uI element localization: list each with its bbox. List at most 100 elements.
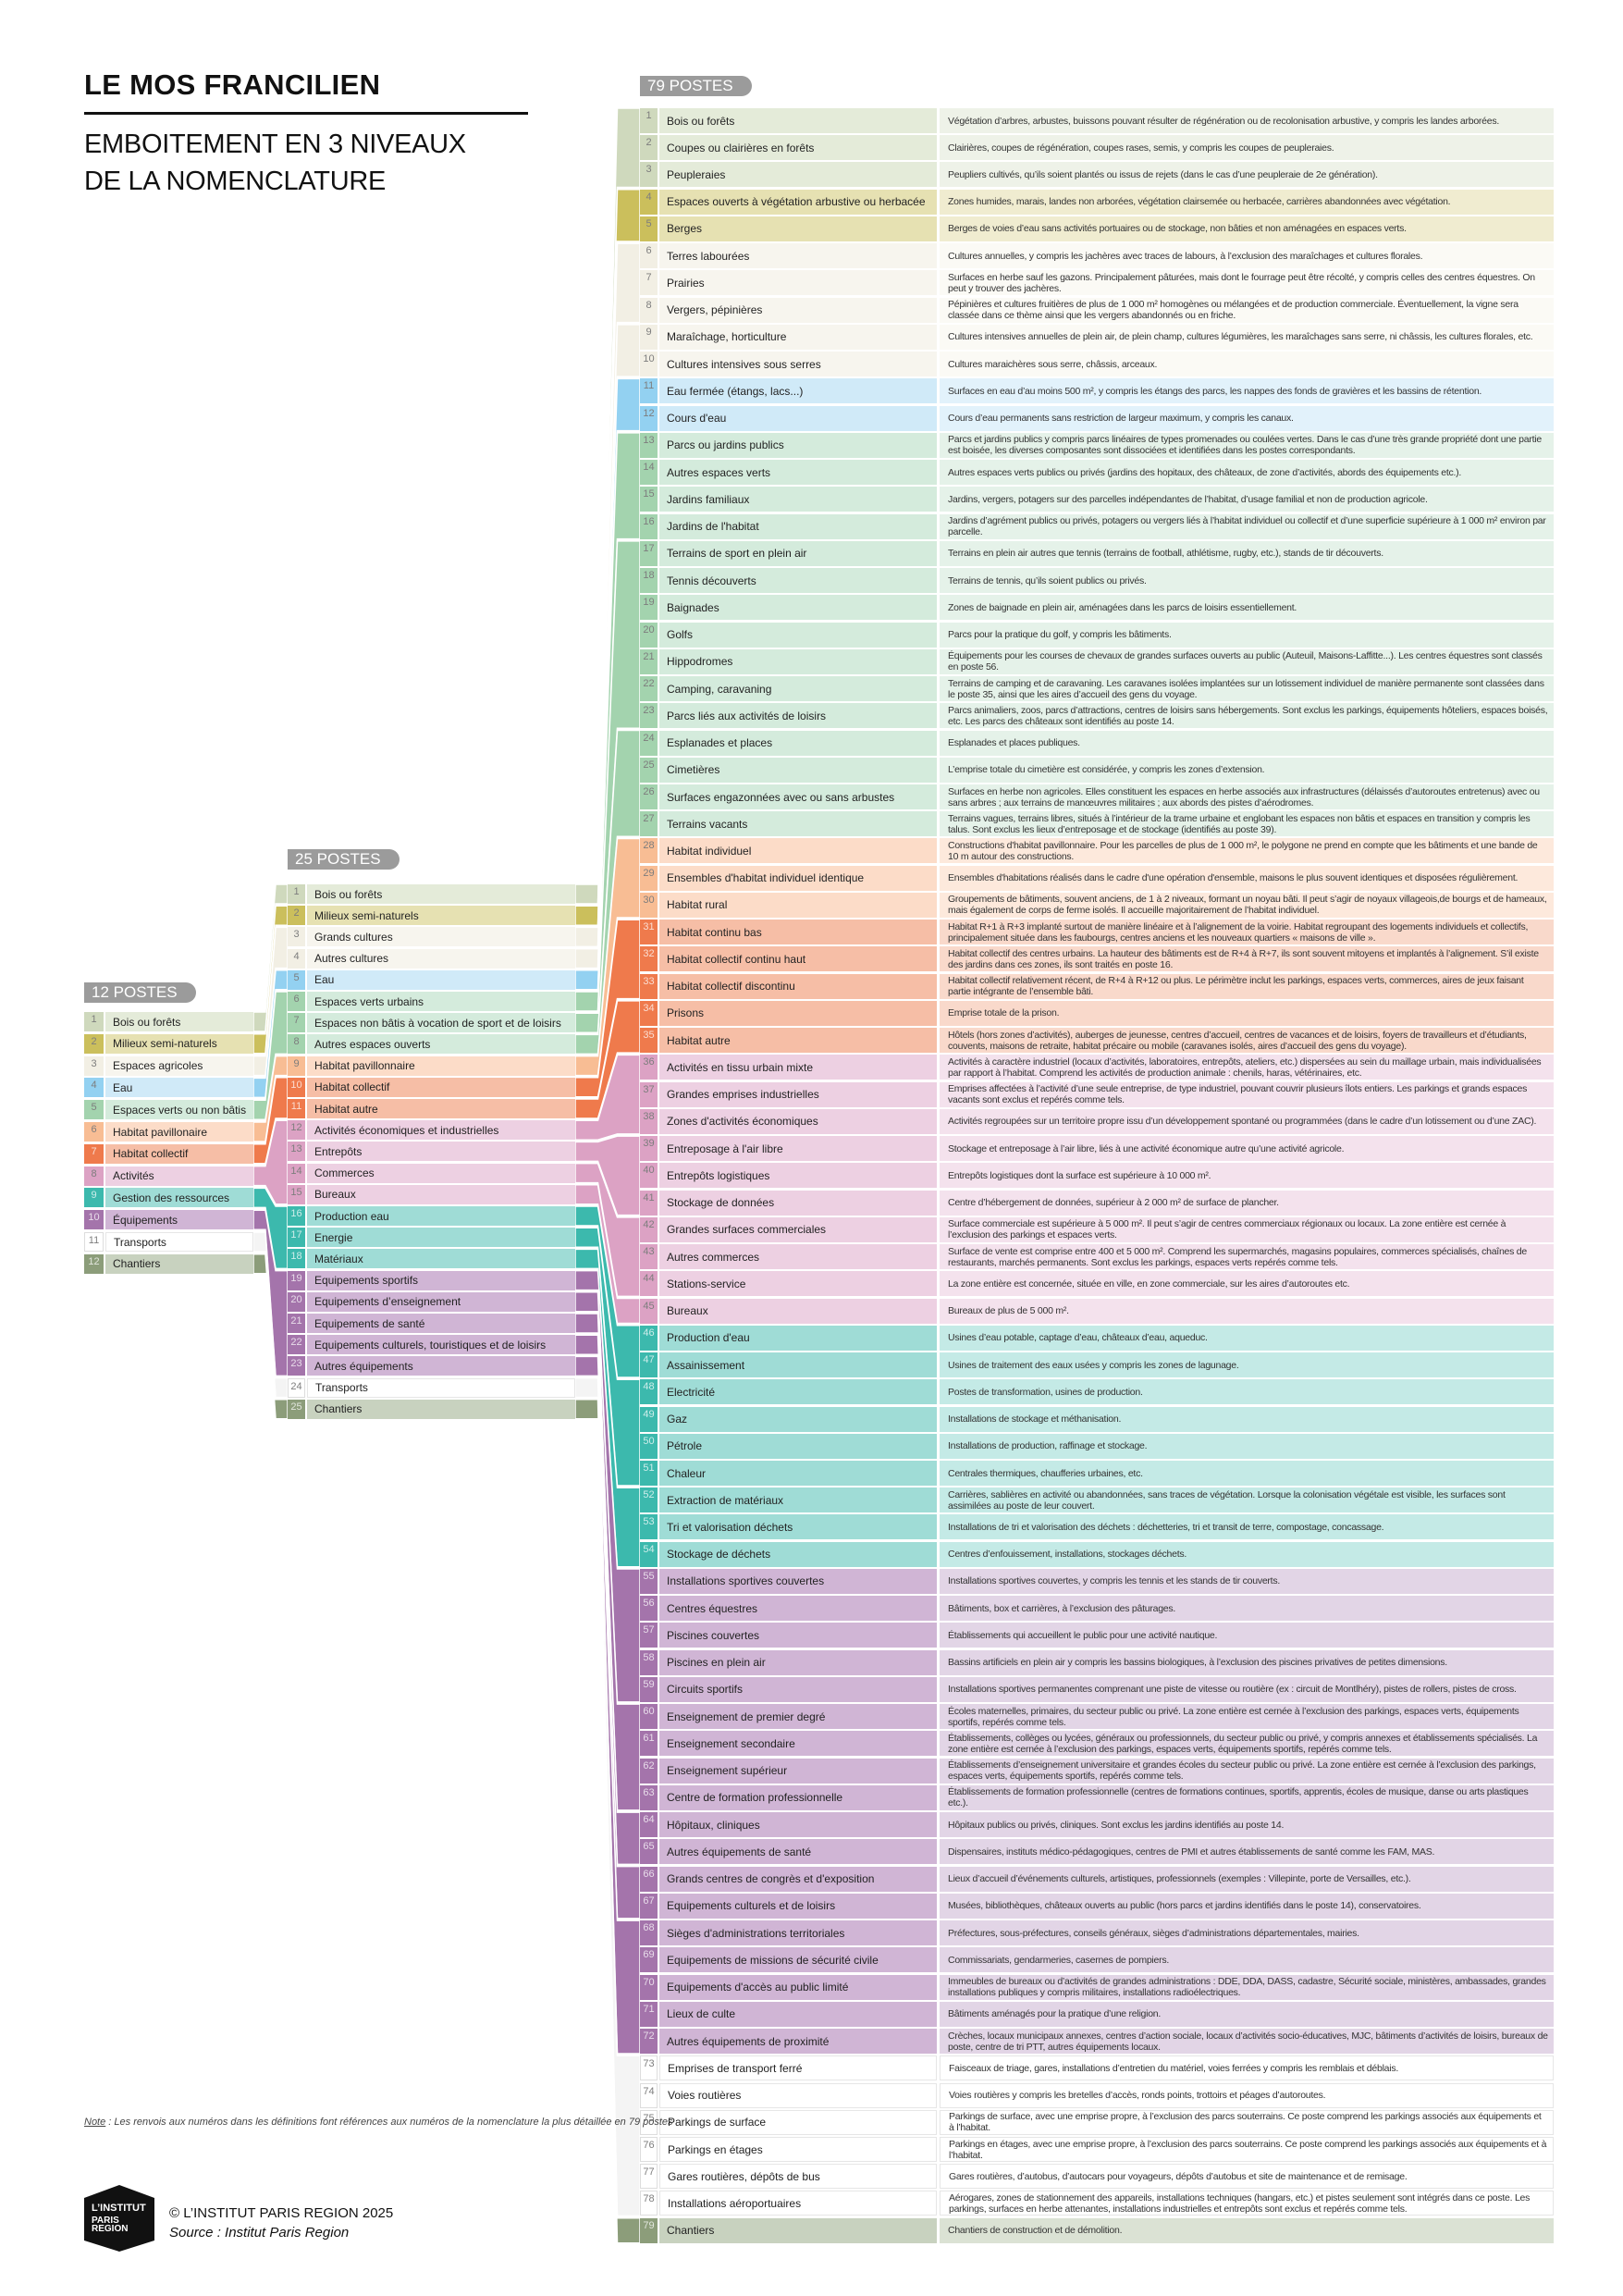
level25-row[interactable]: 19Equipements sportifs bbox=[288, 1270, 575, 1290]
level79-row[interactable]: 62Enseignement supérieurÉtablissements d… bbox=[640, 1758, 1554, 1784]
level12-row[interactable]: 9Gestion des ressources bbox=[84, 1188, 253, 1208]
level79-row[interactable]: 66Grands centres de congrès et d'exposit… bbox=[640, 1866, 1554, 1892]
level25-row[interactable]: 17Energie bbox=[288, 1228, 575, 1248]
level79-row[interactable]: 68Sièges d'administrations territoriales… bbox=[640, 1920, 1554, 1946]
level79-row[interactable]: 30Habitat ruralGroupements de bâtiments,… bbox=[640, 892, 1554, 918]
level12-row[interactable]: 12Chantiers bbox=[84, 1253, 253, 1274]
level12-row[interactable]: 11Transports bbox=[84, 1232, 253, 1252]
level79-row[interactable]: 79ChantiersChantiers de construction et … bbox=[640, 2217, 1554, 2243]
level79-row[interactable]: 6Terres labouréesCultures annuelles, y c… bbox=[640, 243, 1554, 269]
level25-row[interactable]: 23Autres équipements bbox=[288, 1356, 575, 1376]
level79-row[interactable]: 11Eau fermée (étangs, lacs...)Surfaces e… bbox=[640, 378, 1554, 404]
level79-row[interactable]: 23Parcs liés aux activités de loisirsPar… bbox=[640, 703, 1554, 729]
level79-row[interactable]: 36Activités en tissu urbain mixteActivit… bbox=[640, 1055, 1554, 1080]
level25-row[interactable]: 22Equipements culturels, touristiques et… bbox=[288, 1335, 575, 1355]
level79-row[interactable]: 45BureauxBureaux de plus de 5 000 m². bbox=[640, 1298, 1554, 1324]
level79-row[interactable]: 20GolfsParcs pour la pratique du golf, y… bbox=[640, 622, 1554, 648]
level25-row[interactable]: 10Habitat collectif bbox=[288, 1077, 575, 1097]
level79-row[interactable]: 34PrisonsEmprise totale de la prison. bbox=[640, 1000, 1554, 1026]
level25-row[interactable]: 13Entrepôts bbox=[288, 1142, 575, 1162]
level79-row[interactable]: 42Grandes surfaces commercialesSurface c… bbox=[640, 1216, 1554, 1242]
level79-row[interactable]: 21HippodromesÉquipements pour les course… bbox=[640, 648, 1554, 674]
level12-row[interactable]: 5Espaces verts ou non bâtis bbox=[84, 1100, 253, 1120]
level12-row[interactable]: 10Équipements bbox=[84, 1210, 253, 1230]
level79-row[interactable]: 67Equipements culturels et de loisirsMus… bbox=[640, 1893, 1554, 1919]
level25-row[interactable]: 2Milieux semi-naturels bbox=[288, 906, 575, 926]
level79-row[interactable]: 43Autres commercesSurface de vente est c… bbox=[640, 1244, 1554, 1270]
level25-row[interactable]: 20Equipements d’enseignement bbox=[288, 1291, 575, 1312]
level79-row[interactable]: 25CimetièresL’emprise totale du cimetièr… bbox=[640, 757, 1554, 783]
level79-row[interactable]: 65Autres équipements de santéDispensaire… bbox=[640, 1839, 1554, 1865]
level79-row[interactable]: 24Esplanades et placesEsplanades et plac… bbox=[640, 730, 1554, 756]
level79-row[interactable]: 38Zones d'activités économiquesActivités… bbox=[640, 1108, 1554, 1134]
level25-row[interactable]: 21Equipements de santé bbox=[288, 1314, 575, 1333]
level79-row[interactable]: 53Tri et valorisation déchetsInstallatio… bbox=[640, 1514, 1554, 1540]
level79-row[interactable]: 37Grandes emprises industriellesEmprises… bbox=[640, 1081, 1554, 1107]
level79-row[interactable]: 72Autres équipements de proximitéCrèches… bbox=[640, 2029, 1554, 2055]
level25-row[interactable]: 5Eau bbox=[288, 969, 575, 990]
level79-row[interactable]: 17Terrains de sport en plein airTerrains… bbox=[640, 540, 1554, 566]
level12-row[interactable]: 6Habitat pavillonaire bbox=[84, 1122, 253, 1142]
level79-row[interactable]: 54Stockage de déchetsCentres d’enfouisse… bbox=[640, 1541, 1554, 1567]
level79-row[interactable]: 13Parcs ou jardins publicsParcs et jardi… bbox=[640, 432, 1554, 458]
level12-row[interactable]: 7Habitat collectif bbox=[84, 1143, 253, 1164]
level79-row[interactable]: 15Jardins familiauxJardins, vergers, pot… bbox=[640, 487, 1554, 512]
level79-row[interactable]: 55Installations sportives couvertesInsta… bbox=[640, 1568, 1554, 1594]
level79-row[interactable]: 71Lieux de culteBâtiments aménagés pour … bbox=[640, 2001, 1554, 2027]
level79-row[interactable]: 28Habitat individuelConstructions d'habi… bbox=[640, 838, 1554, 864]
level79-row[interactable]: 52Extraction de matériauxCarrières, sabl… bbox=[640, 1487, 1554, 1513]
level79-row[interactable]: 14Autres espaces vertsAutres espaces ver… bbox=[640, 460, 1554, 486]
level79-row[interactable]: 64Hôpitaux, cliniquesHôpitaux publics ou… bbox=[640, 1812, 1554, 1838]
level25-row[interactable]: 14Commerces bbox=[288, 1163, 575, 1183]
level79-row[interactable]: 60Enseignement de premier degréÉcoles ma… bbox=[640, 1704, 1554, 1730]
level79-row[interactable]: 32Habitat collectif continu hautHabitat … bbox=[640, 946, 1554, 972]
level79-row[interactable]: 78Installations aéroportuairesAérogares,… bbox=[640, 2191, 1554, 2216]
level79-row[interactable]: 7PrairiesSurfaces en herbe sauf les gazo… bbox=[640, 270, 1554, 296]
level25-row[interactable]: 9Habitat pavillonnaire bbox=[288, 1055, 575, 1076]
level79-row[interactable]: 56Centres équestresBâtiments, box et car… bbox=[640, 1596, 1554, 1622]
level12-row[interactable]: 3Espaces agricoles bbox=[84, 1055, 253, 1076]
level79-row[interactable]: 46Production d'eauUsines d’eau potable, … bbox=[640, 1325, 1554, 1351]
level79-row[interactable]: 1Bois ou forêtsVégétation d’arbres, arbu… bbox=[640, 108, 1554, 133]
level79-row[interactable]: 74Voies routièresVoies routières y compr… bbox=[640, 2082, 1554, 2108]
level79-row[interactable]: 49GazInstallations de stockage et méthan… bbox=[640, 1406, 1554, 1432]
level25-row[interactable]: 7Espaces non bâtis à vocation de sport e… bbox=[288, 1013, 575, 1033]
level79-row[interactable]: 10Cultures intensives sous serresCulture… bbox=[640, 352, 1554, 377]
level79-row[interactable]: 77Gares routières, dépôts de busGares ro… bbox=[640, 2164, 1554, 2190]
level79-row[interactable]: 47AssainissementUsines de traitement des… bbox=[640, 1352, 1554, 1378]
level79-row[interactable]: 16Jardins de l'habitatJardins d’agrément… bbox=[640, 513, 1554, 539]
level25-row[interactable]: 3Grands cultures bbox=[288, 927, 575, 947]
level79-row[interactable]: 2Coupes ou clairières en forêtsClairière… bbox=[640, 135, 1554, 161]
level25-row[interactable]: 25Chantiers bbox=[288, 1399, 575, 1419]
level25-row[interactable]: 12Activités économiques et industrielles bbox=[288, 1120, 575, 1141]
level25-row[interactable]: 16Production eau bbox=[288, 1206, 575, 1226]
level25-row[interactable]: 11Habitat autre bbox=[288, 1099, 575, 1118]
level79-row[interactable]: 35Habitat autreHôtels (hors zones d’acti… bbox=[640, 1028, 1554, 1054]
level79-row[interactable]: 70Equipements d'accès au public limitéIm… bbox=[640, 1974, 1554, 2000]
level79-row[interactable]: 73Emprises de transport ferréFaisceaux d… bbox=[640, 2055, 1554, 2081]
level79-row[interactable]: 40Entrepôts logistiquesEntrepôts logisti… bbox=[640, 1163, 1554, 1189]
level79-row[interactable]: 3PeupleraiesPeupliers cultivés, qu’ils s… bbox=[640, 162, 1554, 188]
level79-row[interactable]: 8Vergers, pépinièresPépinières et cultur… bbox=[640, 297, 1554, 323]
level79-row[interactable]: 33Habitat collectif discontinuHabitat co… bbox=[640, 973, 1554, 999]
level79-row[interactable]: 18Tennis découvertsTerrains de tennis, q… bbox=[640, 568, 1554, 594]
level79-row[interactable]: 76Parkings en étagesParkings en étages, … bbox=[640, 2137, 1554, 2162]
level25-row[interactable]: 24Transports bbox=[288, 1377, 575, 1398]
level25-row[interactable]: 1Bois ou forêts bbox=[288, 884, 575, 904]
level79-row[interactable]: 22Camping, caravaningTerrains de camping… bbox=[640, 676, 1554, 702]
level79-row[interactable]: 50PétroleInstallations de production, ra… bbox=[640, 1433, 1554, 1459]
level25-row[interactable]: 8Autres espaces ouverts bbox=[288, 1034, 575, 1055]
level79-row[interactable]: 29Ensembles d'habitat individuel identiq… bbox=[640, 865, 1554, 891]
level79-row[interactable]: 27Terrains vacantsTerrains vagues, terra… bbox=[640, 811, 1554, 837]
level79-row[interactable]: 61Enseignement secondaireÉtablissements,… bbox=[640, 1731, 1554, 1757]
level79-row[interactable]: 59Circuits sportifsInstallations sportiv… bbox=[640, 1676, 1554, 1702]
level12-row[interactable]: 2Milieux semi-naturels bbox=[84, 1033, 253, 1054]
level79-row[interactable]: 39Entreposage à l'air libreStockage et e… bbox=[640, 1136, 1554, 1162]
level79-row[interactable]: 48ElectricitéPostes de transformation, u… bbox=[640, 1379, 1554, 1405]
level79-row[interactable]: 26Surfaces engazonnées avec ou sans arbu… bbox=[640, 784, 1554, 809]
level79-row[interactable]: 41Stockage de donnéesCentre d’hébergemen… bbox=[640, 1190, 1554, 1216]
level79-row[interactable]: 5BergesBerges de voies d’eau sans activi… bbox=[640, 216, 1554, 241]
level79-row[interactable]: 9Maraîchage, horticultureCultures intens… bbox=[640, 324, 1554, 350]
level25-row[interactable]: 18Matériaux bbox=[288, 1249, 575, 1269]
level79-row[interactable]: 69Equipements de missions de sécurité ci… bbox=[640, 1947, 1554, 1973]
